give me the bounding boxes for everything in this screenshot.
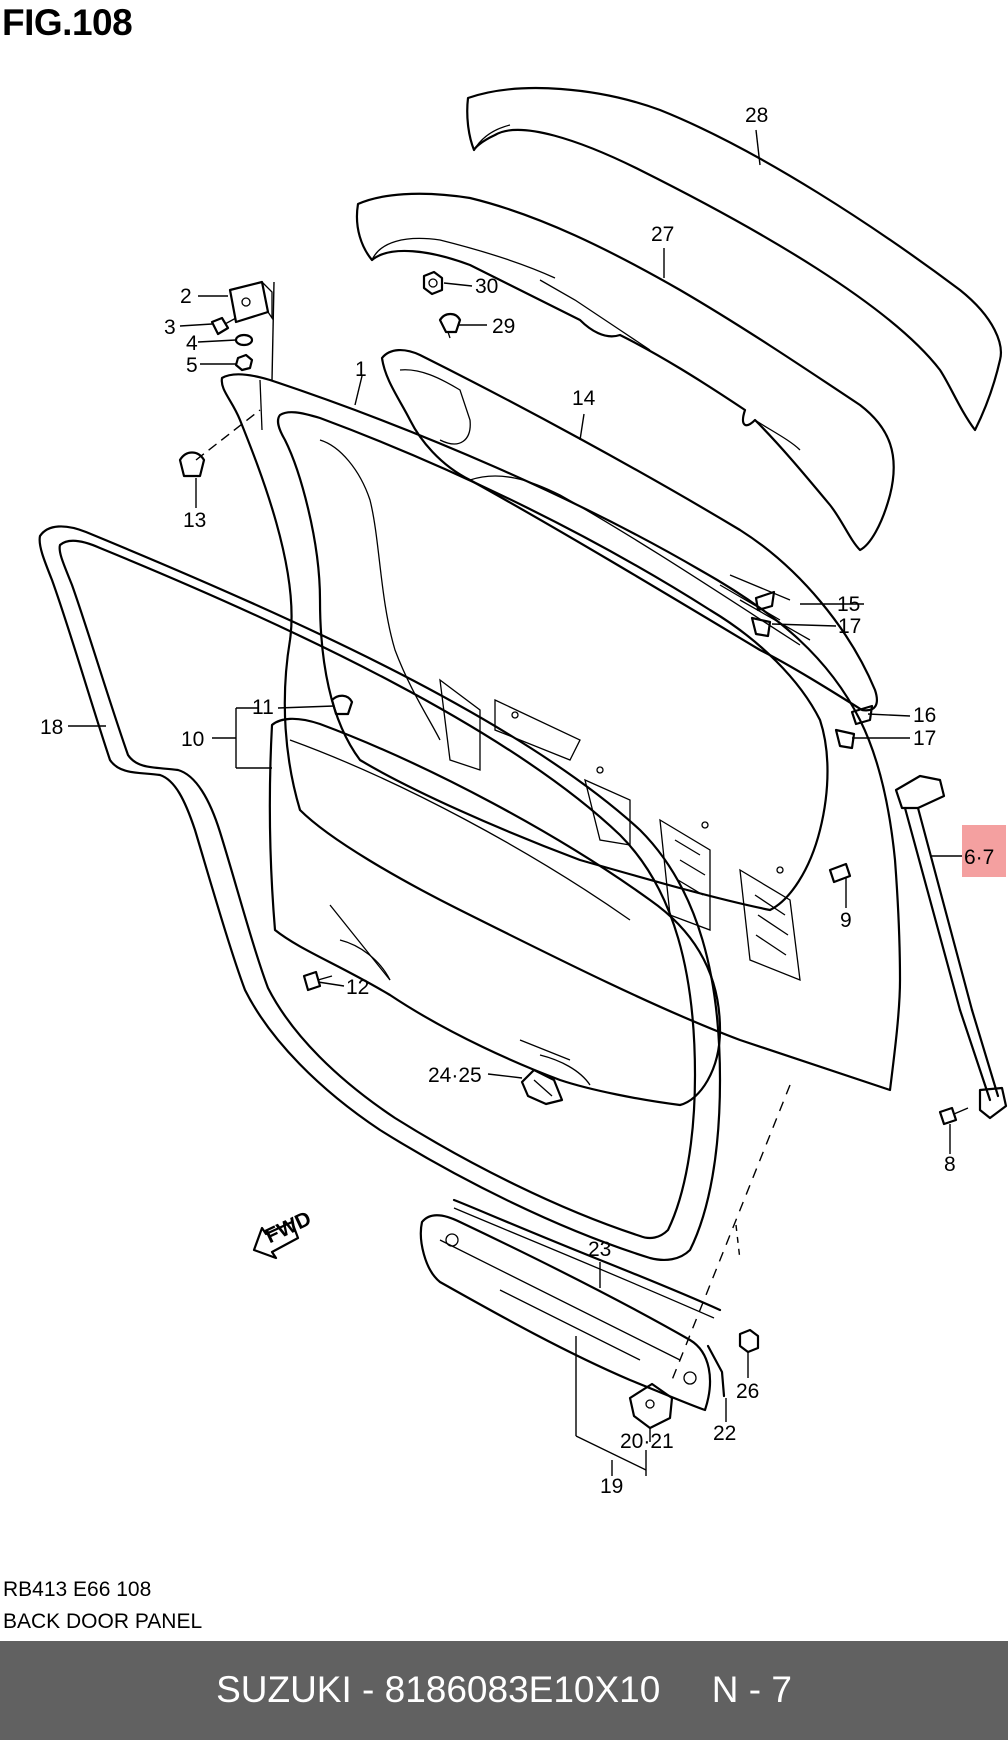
part-30-nut[interactable] [422,270,444,296]
part-2-hinge[interactable] [228,280,273,324]
part-18-weatherstrip[interactable] [38,525,722,1261]
part-12-screw[interactable] [302,970,333,992]
callout-14: 14 [572,387,596,410]
callout-15: 15 [837,593,860,616]
part-4-washer[interactable] [234,333,254,347]
part-15-clip[interactable] [754,590,776,612]
part-5-nut[interactable] [234,353,254,372]
callout-16: 16 [913,704,936,727]
callout-28: 28 [745,104,768,127]
part-13-bumper[interactable] [178,409,261,478]
callout-4: 4 [186,332,198,355]
part-20-21-latch[interactable] [628,1382,674,1430]
callout-30: 30 [475,275,498,298]
part-17-clip-upper[interactable] [750,616,772,638]
part-27-garnish[interactable] [355,192,895,552]
callout-20-21: 20·21 [620,1430,674,1453]
part-16-clip[interactable] [850,704,874,726]
callout-9: 9 [840,909,852,932]
part-11-clip[interactable] [330,694,354,716]
callout-29: 29 [492,315,515,338]
part-17-clip-lower[interactable] [834,728,856,750]
part-24-25-emblem[interactable] [520,1068,564,1106]
callout-26: 26 [736,1380,759,1403]
parts-diagram: FWD [38,87,1008,1498]
part-23-seal-strip[interactable] [452,1198,722,1319]
callout-6-7: 6·7 [964,846,994,869]
callout-17-upper: 17 [838,615,861,638]
callout-3: 3 [164,316,176,339]
part-8-bolt[interactable] [938,1106,969,1126]
part-19-garnish[interactable] [419,1214,712,1412]
lead-dashed-lower [671,1084,791,1381]
fwd-arrow-icon: FWD [252,1207,315,1260]
footer-bar: SUZUKI - 8186083E10X10 N - 7 [0,1641,1008,1740]
leader-lines [68,129,962,1476]
diagram-name: BACK DOOR PANEL [3,1610,203,1633]
callout-5: 5 [186,354,198,377]
callout-8: 8 [944,1153,956,1176]
footer-part-number: SUZUKI - 8186083E10X10 N - 7 [216,1669,792,1710]
figure-title: FIG.108 [2,2,133,43]
part-3-bolt[interactable] [210,316,237,336]
part-6-7-damper[interactable] [894,774,1008,1120]
part-29-clip[interactable] [438,312,462,339]
callout-18: 18 [40,716,63,739]
callout-11: 11 [252,696,274,719]
part-9-bumper[interactable] [828,862,852,884]
highlight-6-7 [962,825,1006,877]
part-26-nut[interactable] [738,1328,760,1354]
callout-17-lower: 17 [913,727,936,750]
diagram-code: RB413 E66 108 [3,1578,152,1601]
part-10-trim-board[interactable] [268,717,722,1107]
callout-12: 12 [346,976,369,999]
callout-23: 23 [588,1238,611,1261]
callout-13: 13 [183,509,206,532]
callout-2: 2 [180,285,192,308]
callout-1: 1 [355,358,367,381]
part-28-spoiler[interactable] [466,87,1002,432]
callout-19: 19 [600,1475,623,1498]
callout-10: 10 [181,728,204,751]
part-22-rod[interactable] [706,1344,726,1398]
callout-24-25: 24·25 [428,1064,482,1087]
callout-27: 27 [651,223,674,246]
part-1-door-panel[interactable] [220,373,902,1092]
callout-22: 22 [713,1422,736,1445]
